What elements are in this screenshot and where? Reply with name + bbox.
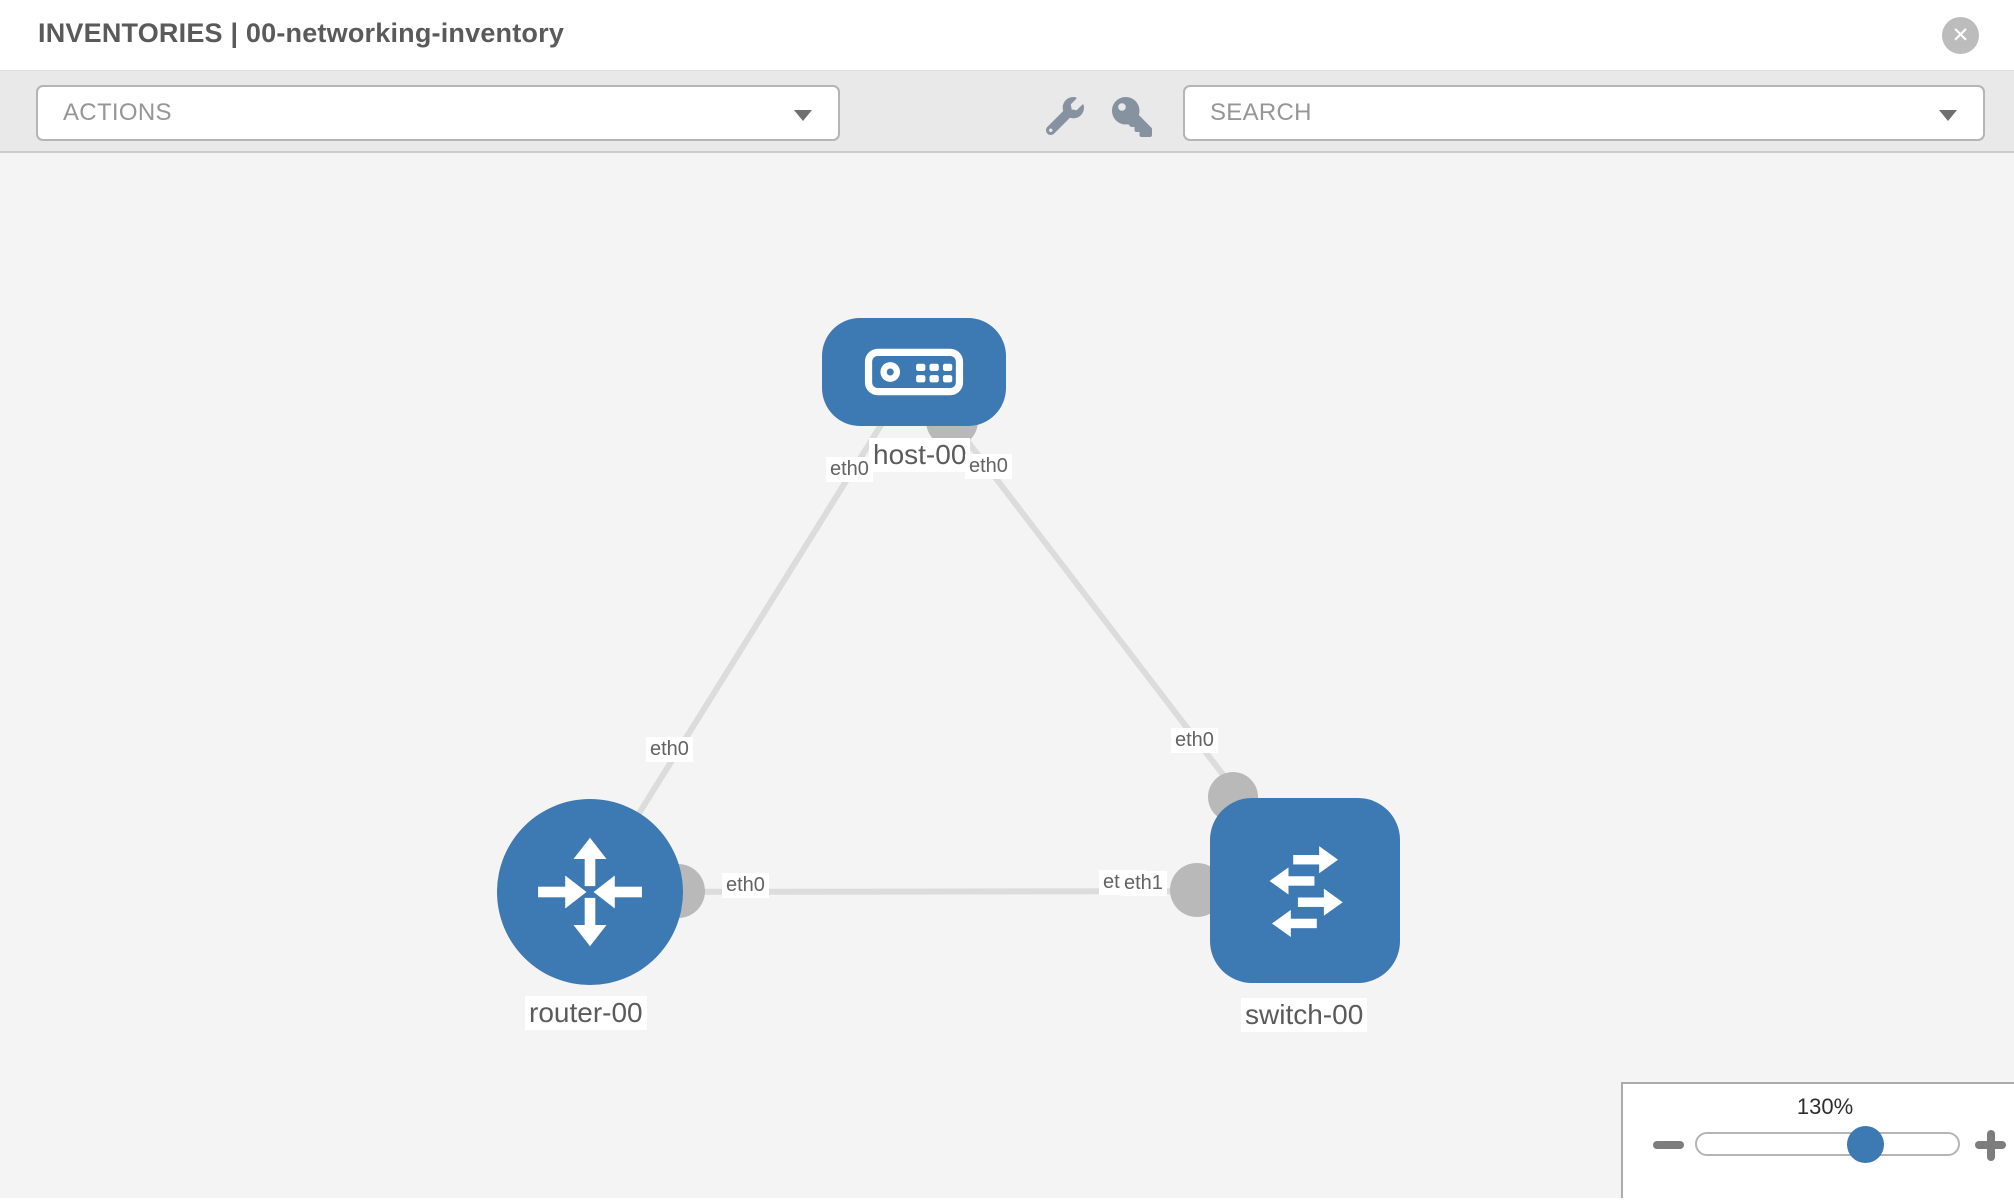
node-label-switch[interactable]: switch-00 [1241, 998, 1368, 1032]
search-dropdown-label: SEARCH [1210, 99, 1312, 126]
zoom-slider-track[interactable] [1695, 1132, 1960, 1156]
interface-label-host-eth0-right: eth0 [965, 454, 1012, 479]
node-router-00[interactable] [497, 799, 683, 985]
chevron-down-icon [794, 110, 812, 121]
zoom-in-icon-vertical-bar [1986, 1129, 1995, 1161]
key-icon[interactable] [1112, 97, 1152, 137]
host-icon [864, 348, 964, 396]
node-label-host[interactable]: host-00 [869, 438, 971, 472]
zoom-control-panel: 130% [1621, 1082, 2014, 1198]
toolbar: ACTIONS SEARCH [0, 70, 2014, 153]
topology-canvas[interactable]: host-00 router-00 switch-00 eth0 eth0 et… [0, 153, 2014, 1198]
interface-label-router-eth0-uplink: eth0 [646, 737, 693, 762]
zoom-slider-handle[interactable] [1847, 1126, 1884, 1163]
close-icon: ✕ [1951, 24, 1970, 47]
page-title: INVENTORIES | 00-networking-inventory [38, 18, 565, 48]
router-icon [538, 837, 642, 947]
close-button[interactable]: ✕ [1942, 17, 1979, 54]
zoom-out-icon[interactable] [1653, 1141, 1684, 1149]
node-switch-00[interactable] [1210, 798, 1400, 983]
node-label-router[interactable]: router-00 [525, 996, 647, 1030]
switch-icon [1269, 845, 1343, 937]
search-dropdown[interactable]: SEARCH [1183, 85, 1985, 141]
interface-label-router-eth0: eth0 [722, 873, 769, 898]
wrench-icon[interactable] [1046, 97, 1084, 135]
links-layer [587, 370, 1306, 918]
interface-label-host-eth0-left: eth0 [826, 457, 873, 482]
chevron-down-icon [1939, 110, 1957, 121]
interface-label-switch-eth1: eth1 [1120, 871, 1167, 896]
modal-header: INVENTORIES | 00-networking-inventory ✕ [0, 0, 2014, 70]
actions-dropdown-label: ACTIONS [63, 99, 172, 126]
actions-dropdown[interactable]: ACTIONS [36, 85, 840, 141]
zoom-level-value: 130% [1796, 1094, 1854, 1119]
interface-label-switch-eth0: eth0 [1171, 728, 1218, 753]
node-host-00[interactable] [822, 318, 1006, 426]
